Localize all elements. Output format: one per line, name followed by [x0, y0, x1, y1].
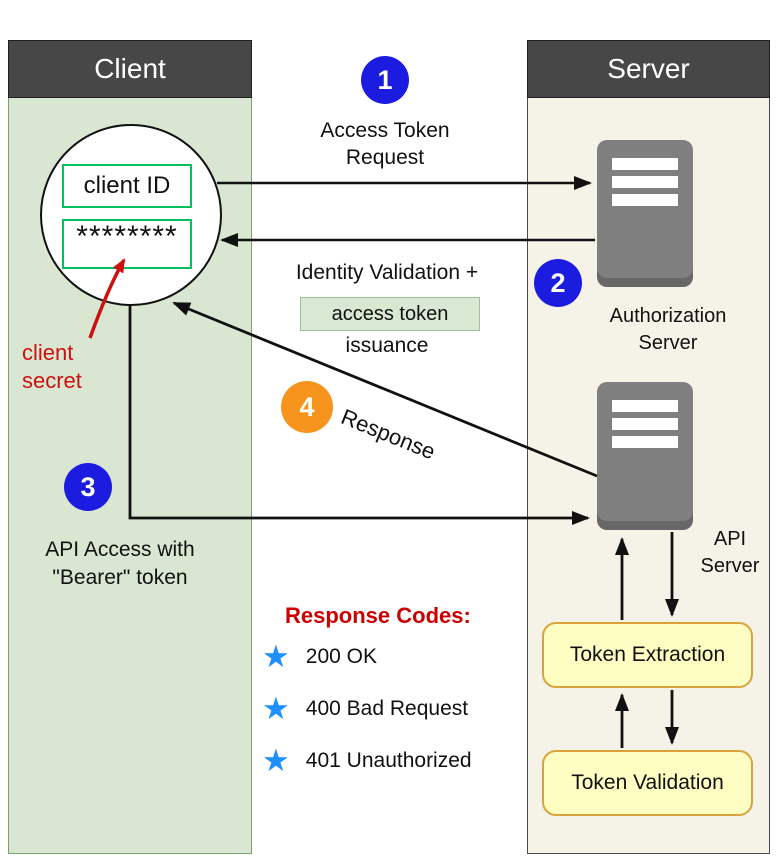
client-secret-annotation-line1: client [22, 340, 74, 365]
server-column-title: Server [607, 53, 690, 84]
api-server-label: API Server [685, 526, 775, 580]
access-token-request-line1: Access Token [320, 119, 450, 142]
step-1-number: 1 [377, 64, 393, 95]
client-secret-box: ******** [62, 219, 192, 269]
client-id-box: client ID [62, 164, 192, 208]
identity-validation-label: Identity Validation + [262, 261, 512, 285]
star-icon: ★ [262, 639, 290, 674]
authorization-server-label: Authorization Server [568, 303, 768, 357]
step-2-number: 2 [550, 267, 566, 298]
token-validation-label: Token Validation [571, 771, 724, 794]
client-app-circle [40, 124, 222, 306]
issuance-text: issuance [345, 334, 429, 357]
step-3-badge: 3 [64, 463, 112, 511]
access-token-highlight-label: access token [331, 302, 449, 325]
authorization-server-label-line2: Server [638, 332, 698, 354]
response-code-item: ★ 400 Bad Request [262, 693, 468, 724]
client-secret-annotation-line2: secret [22, 368, 82, 393]
api-server-label-line1: API [713, 528, 747, 550]
response-codes-title: Response Codes: [285, 603, 471, 628]
server-column-header: Server [527, 40, 770, 98]
response-text: Response [337, 404, 439, 465]
access-token-highlight: access token [300, 297, 480, 331]
star-icon: ★ [262, 743, 290, 778]
client-id-label: client ID [83, 172, 171, 199]
identity-validation-line1: Identity Validation + [295, 261, 479, 284]
response-label: Response [337, 404, 439, 465]
server-slot-bar [612, 400, 678, 412]
server-slot-bar [612, 158, 678, 170]
step-1-badge: 1 [361, 56, 409, 104]
step-4-number: 4 [299, 391, 315, 422]
issuance-label: issuance [262, 334, 512, 358]
access-token-request-label: Access Token Request [280, 117, 490, 171]
client-column-header: Client [8, 40, 252, 98]
api-access-line2: "Bearer" token [52, 566, 188, 589]
authorization-server-label-line1: Authorization [609, 305, 727, 327]
api-server-icon [597, 382, 693, 530]
client-secret-annotation: client secret [22, 339, 82, 395]
token-extraction-box: Token Extraction [542, 622, 753, 688]
server-slot-bar [612, 418, 678, 430]
step-4-badge: 4 [281, 381, 333, 433]
response-code-label: 401 Unauthorized [305, 748, 472, 772]
authorization-server-icon [597, 140, 693, 287]
step-2-badge: 2 [534, 259, 582, 307]
server-slot-bar [612, 194, 678, 206]
step-3-number: 3 [80, 471, 96, 502]
client-secret-mask: ******** [76, 220, 178, 253]
response-code-label: 200 OK [305, 644, 378, 668]
server-slot-bar [612, 436, 678, 448]
response-code-label: 400 Bad Request [305, 696, 469, 720]
access-token-request-line2: Request [345, 146, 425, 169]
api-access-line1: API Access with [45, 538, 195, 561]
token-extraction-label: Token Extraction [569, 643, 726, 666]
response-code-item: ★ 200 OK [262, 641, 377, 672]
server-slot-bar [612, 176, 678, 188]
client-column-title: Client [94, 53, 166, 84]
star-icon: ★ [262, 691, 290, 726]
response-code-item: ★ 401 Unauthorized [262, 745, 472, 776]
token-validation-box: Token Validation [542, 750, 753, 816]
api-access-label: API Access with "Bearer" token [10, 536, 230, 592]
api-server-label-line2: Server [700, 555, 760, 577]
